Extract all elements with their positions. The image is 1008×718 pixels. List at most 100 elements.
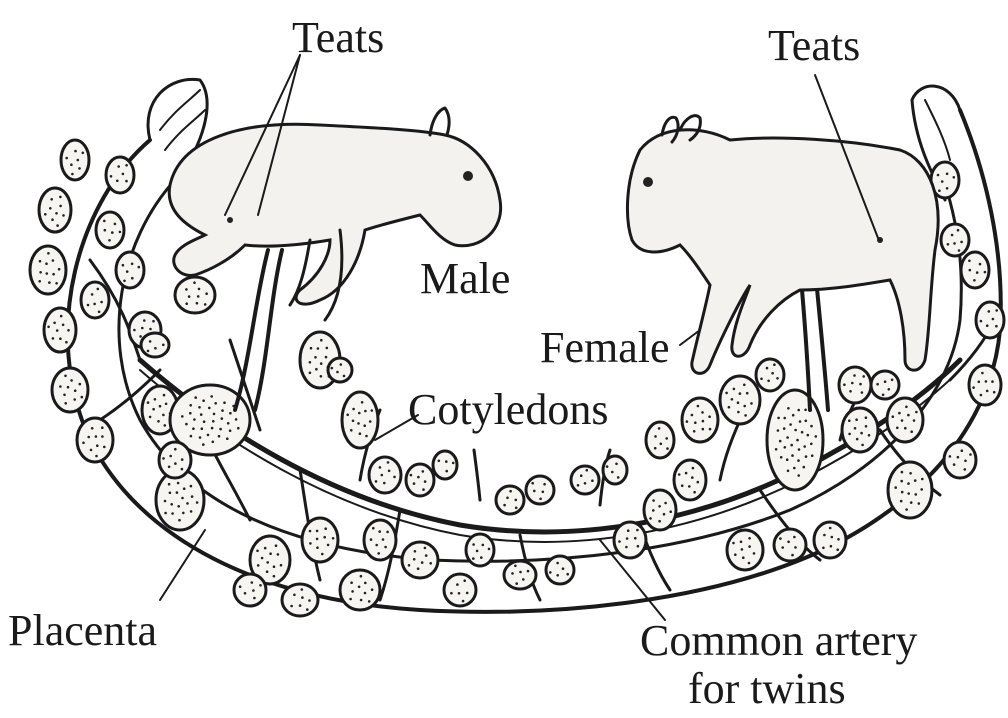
stipple-dot (152, 320, 155, 323)
stipple-dot (346, 414, 349, 417)
stipple-dot (964, 468, 967, 471)
stipple-dot (65, 157, 68, 160)
cotyledon (342, 392, 378, 448)
stipple-dot (189, 412, 192, 415)
stipple-dot (273, 565, 276, 568)
stipple-dot (519, 571, 522, 574)
stipple-dot (301, 588, 304, 591)
stipple-dot (309, 372, 312, 375)
stipple-dot (862, 375, 865, 378)
cotyledons-label: Cotyledons (408, 385, 608, 434)
stipple-dot (309, 542, 312, 545)
stipple-dot (910, 501, 913, 504)
cotyledon (328, 358, 352, 382)
stipple-dot (81, 396, 84, 399)
stipple-dot (321, 553, 324, 556)
stipple-dot (125, 164, 128, 167)
stipple-dot (100, 301, 103, 304)
stipple-dot (958, 249, 961, 252)
stipple-dot (556, 574, 559, 577)
stipple-dot (226, 437, 229, 440)
stipple-dot (138, 266, 141, 269)
stipple-dot (617, 476, 620, 479)
stipple-dot (64, 375, 67, 378)
stipple-dot (953, 176, 956, 179)
stipple-dot (731, 398, 734, 401)
stipple-dot (336, 371, 339, 374)
cotyledon (106, 157, 134, 193)
stipple-dot (909, 472, 912, 475)
stipple-dot (848, 433, 851, 436)
cotyledon (674, 460, 706, 500)
stipple-dot (372, 527, 375, 530)
stipple-dot (539, 498, 542, 501)
stipple-dot (456, 583, 459, 586)
stipple-dot (350, 429, 353, 432)
stipple-dot (188, 295, 191, 298)
stipple-dot (980, 394, 983, 397)
stipple-dot (750, 402, 753, 405)
stipple-dot (739, 392, 742, 395)
stipple-dot (181, 497, 184, 500)
stipple-dot (97, 288, 100, 291)
stipple-dot (368, 600, 371, 603)
common-artery-label-line2: for twins (688, 664, 846, 713)
stipple-dot (543, 483, 546, 486)
stipple-dot (733, 388, 736, 391)
stipple-dot (193, 418, 196, 421)
cotyledon (466, 534, 494, 566)
stipple-dot (62, 214, 65, 217)
stipple-dot (52, 259, 55, 262)
stipple-dot (791, 554, 794, 557)
stipple-dot (637, 545, 640, 548)
stipple-dot (237, 427, 240, 430)
stipple-dot (652, 509, 655, 512)
stipple-dot (82, 442, 85, 445)
stipple-dot (147, 401, 150, 404)
stipple-dot (488, 548, 491, 551)
stipple-dot (331, 367, 334, 370)
stipple-dot (131, 277, 134, 280)
stipple-dot (377, 552, 380, 555)
stipple-dot (748, 537, 751, 540)
stipple-dot (45, 262, 48, 265)
stipple-dot (429, 562, 432, 565)
stipple-dot (190, 435, 193, 438)
stipple-dot (413, 558, 416, 561)
stipple-dot (74, 389, 77, 392)
cotyledon (159, 442, 191, 478)
stipple-dot (218, 435, 221, 438)
stipple-dot (915, 411, 918, 414)
stipple-dot (859, 383, 862, 386)
stipple-dot (766, 367, 769, 370)
cotyledon (302, 518, 338, 562)
cotyledon (282, 584, 318, 616)
stipple-dot (375, 544, 378, 547)
stipple-dot (382, 538, 385, 541)
stipple-dot (777, 417, 780, 420)
stipple-dot (371, 588, 374, 591)
stipple-dot (527, 570, 530, 573)
stipple-dot (47, 326, 50, 329)
stipple-dot (181, 458, 184, 461)
stipple-dot (760, 378, 763, 381)
stipple-dot (476, 550, 479, 553)
stipple-dot (79, 383, 82, 386)
stipple-dot (905, 508, 908, 511)
stipple-dot (937, 174, 940, 177)
stipple-dot (59, 196, 62, 199)
stipple-dot (73, 398, 76, 401)
stipple-dot (969, 269, 972, 272)
stipple-dot (174, 448, 177, 451)
stipple-dot (413, 482, 416, 485)
stipple-dot (70, 163, 73, 166)
stipple-dot (168, 483, 171, 486)
stipple-dot (383, 482, 386, 485)
stipple-dot (51, 218, 54, 221)
stipple-dot (369, 420, 372, 423)
stipple-dot (82, 152, 85, 155)
stipple-dot (177, 482, 180, 485)
stipple-dot (212, 420, 215, 423)
cotyledon (887, 398, 923, 442)
stipple-dot (315, 368, 318, 371)
